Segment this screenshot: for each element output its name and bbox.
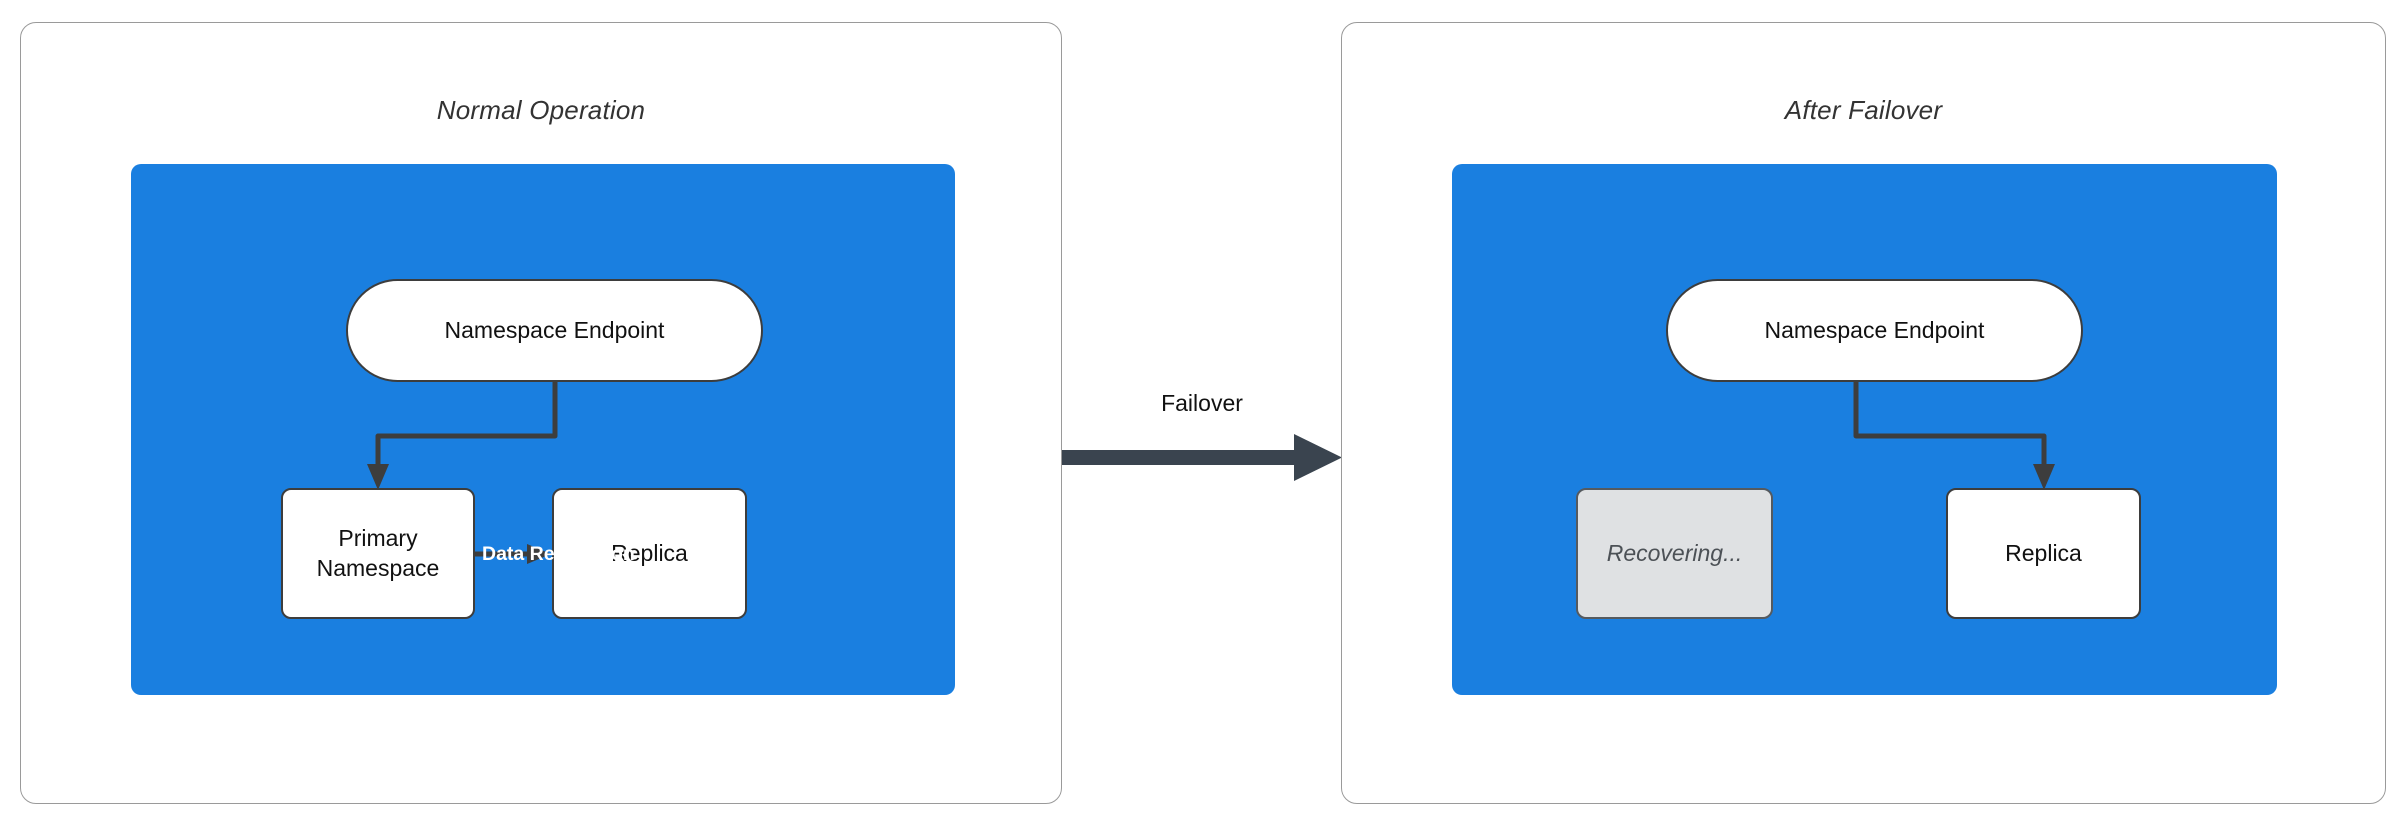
node-replica-failover[interactable]: Replica (1946, 488, 2141, 619)
node-label: Namespace Endpoint (444, 316, 665, 343)
node-label-line1: Primary (338, 525, 418, 552)
panel-normal-operation: Normal Operation Data Replication Namesp… (20, 22, 1062, 804)
node-recovering[interactable]: Recovering... (1576, 488, 1773, 619)
arrowhead-endpoint-to-primary (367, 464, 389, 490)
panel-title-normal-operation: Normal Operation (436, 95, 646, 125)
node-label: Primary Namespace (317, 524, 440, 583)
node-label-line2: Namespace (316, 554, 440, 581)
failover-label: Failover (1161, 390, 1243, 416)
node-namespace-endpoint-normal[interactable]: Namespace Endpoint (346, 279, 763, 382)
node-label: Replica (611, 539, 688, 566)
node-label: Replica (2005, 539, 2082, 566)
node-primary-namespace[interactable]: Primary Namespace (281, 488, 475, 619)
panel-after-failover: After Failover Namespace Endpoint Recove… (1341, 22, 2386, 804)
zone-normal-operation: Data Replication Namespace Endpoint Prim… (131, 164, 955, 695)
node-label: Namespace Endpoint (1764, 316, 1985, 343)
right-arrow-icon (1062, 434, 1342, 481)
edge-endpoint-to-primary (375, 382, 558, 472)
failover-transition: Failover (1062, 390, 1342, 500)
edge-label-data-replication: Data Replication (482, 543, 635, 565)
node-replica-normal[interactable]: Replica (552, 488, 747, 619)
connector-layer-right (1853, 382, 2055, 490)
arrowhead-endpoint-to-replica (2033, 464, 2055, 490)
edge-endpoint-to-replica (1853, 382, 2047, 472)
node-namespace-endpoint-failover[interactable]: Namespace Endpoint (1666, 279, 2083, 382)
panel-title-after-failover: After Failover (1784, 95, 1943, 125)
node-label: Recovering... (1606, 539, 1743, 566)
connector-layer-left (367, 382, 558, 564)
zone-after-failover: Namespace Endpoint Recovering... Replica (1452, 164, 2277, 695)
